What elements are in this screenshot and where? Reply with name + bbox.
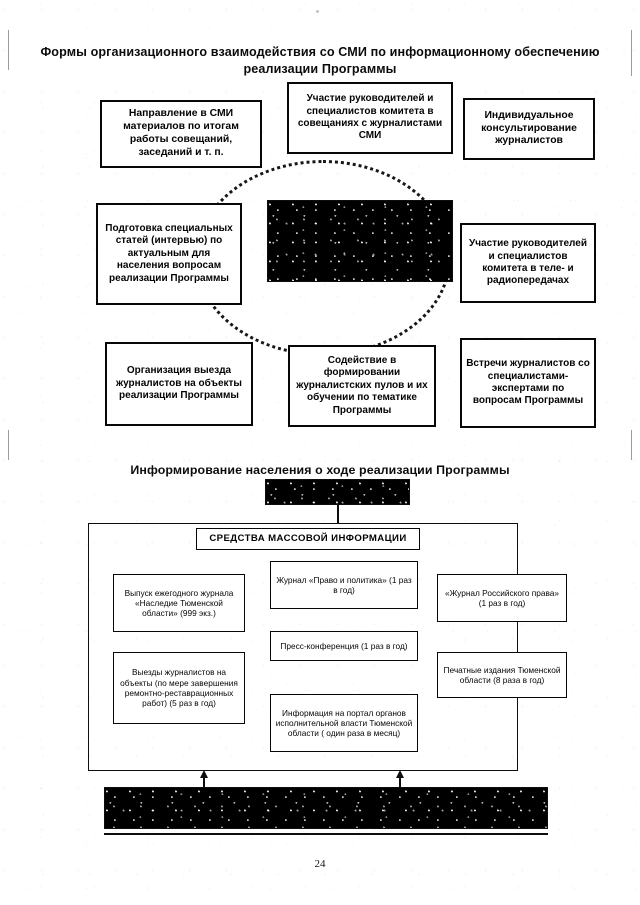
scan-edge-left-mid xyxy=(8,430,9,460)
box-label: Подготовка специальных статей (интервью)… xyxy=(105,223,233,284)
box-uchastie-soveshaniya: Участие руководителей и специалистов ком… xyxy=(287,82,453,154)
connector-line-arrow-left-stem xyxy=(203,775,205,791)
page-number: 24 xyxy=(314,858,326,870)
box-label: «Журнал Российского права» (1 раз в год) xyxy=(444,587,560,608)
box-label: Индивидуальное консультирование журналис… xyxy=(481,109,577,147)
box-organizaciya-vyezda: Организация выезда журналистов на объект… xyxy=(105,342,253,426)
box-vstrechi-ekspertami: Встречи журналистов со специалистами-экс… xyxy=(460,338,596,428)
box-label: Информация на портал органов исполнитель… xyxy=(275,707,413,739)
arrow-up-right-icon xyxy=(396,770,404,778)
box-press-konferenciya: Пресс-конференция (1 раз в год) xyxy=(270,631,418,661)
connector-line-vertical xyxy=(337,505,339,523)
box-label: Направление в СМИ материалов по итогам р… xyxy=(123,108,239,158)
scan-edge-right-mid xyxy=(631,430,632,460)
box-zhurnal-rossiyskogo-prava: «Журнал Российского права» (1 раз в год) xyxy=(437,574,567,622)
media-frame-header-label: СРЕДСТВА МАССОВОЙ ИНФОРМАЦИИ xyxy=(209,533,407,545)
box-sodeystvie-pulov: Содействие в формировании журналистских … xyxy=(288,345,436,427)
box-label: Журнал «Право и политика» (1 раз в год) xyxy=(276,574,412,595)
box-zhurnal-pravo: Журнал «Право и политика» (1 раз в год) xyxy=(270,561,418,609)
box-pechatnye-izdaniya: Печатные издания Тюменской области (8 ра… xyxy=(437,652,567,698)
page-title-forms: Формы организационного взаимодействия со… xyxy=(40,45,600,76)
box-label: Организация выезда журналистов на объект… xyxy=(116,365,242,402)
page-title-information: Информирование населения о ходе реализац… xyxy=(130,463,510,478)
box-napravlenie-smi: Направление в СМИ материалов по итогам р… xyxy=(100,100,262,168)
scan-edge-right xyxy=(631,30,632,76)
box-label: Участие руководителей и специалистов ком… xyxy=(297,93,443,142)
box-label: Печатные издания Тюменской области (8 ра… xyxy=(443,664,561,685)
bottom-blackout-region xyxy=(104,787,548,829)
media-frame xyxy=(88,523,518,771)
center-blackout-region xyxy=(267,200,453,282)
box-label: Пресс-конференция (1 раз в год) xyxy=(280,640,408,651)
connector-line-arrow-right-stem xyxy=(399,775,401,791)
top-blackout-region xyxy=(265,479,410,505)
bottom-underline xyxy=(104,833,548,835)
box-label: Содействие в формировании журналистских … xyxy=(296,355,428,416)
box-vyezdy-zhurnalistov: Выезды журналистов на объекты (по мере з… xyxy=(113,652,245,724)
box-individualnoe-konsultirovanie: Индивидуальное консультирование журналис… xyxy=(463,98,595,160)
box-tele-radio: Участие руководителей и специалистов ком… xyxy=(460,223,596,303)
box-vypusk-zhurnala: Выпуск ежегодного журнала «Наследие Тюме… xyxy=(113,574,245,632)
box-informaciya-portal: Информация на портал органов исполнитель… xyxy=(270,694,418,752)
box-label: Выезды журналистов на объекты (по мере з… xyxy=(120,667,238,709)
box-label: Встречи журналистов со специалистами-экс… xyxy=(466,358,590,407)
scan-speck xyxy=(316,10,319,13)
media-frame-header: СРЕДСТВА МАССОВОЙ ИНФОРМАЦИИ xyxy=(196,528,420,550)
scan-edge-left xyxy=(8,30,9,70)
box-podgotovka-statey: Подготовка специальных статей (интервью)… xyxy=(96,203,242,305)
arrow-up-left-icon xyxy=(200,770,208,778)
box-label: Выпуск ежегодного журнала «Наследие Тюме… xyxy=(124,587,234,619)
box-label: Участие руководителей и специалистов ком… xyxy=(469,238,587,287)
